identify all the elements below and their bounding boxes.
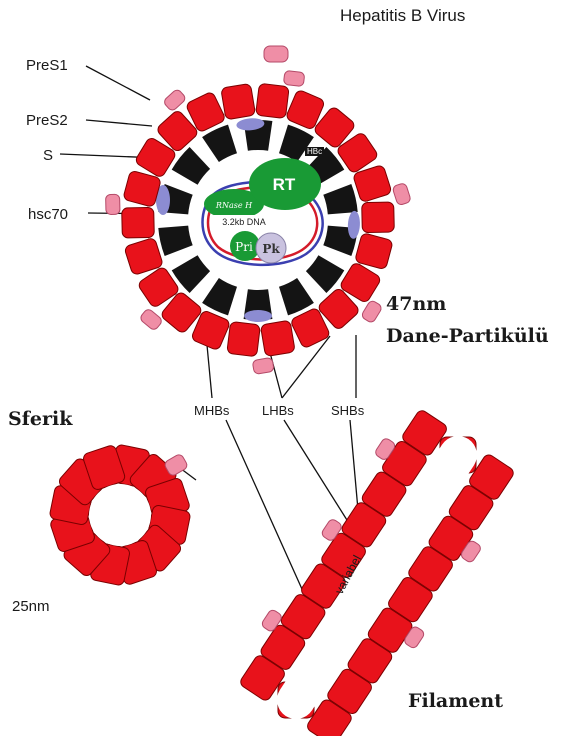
- label-sferik: Sferik: [8, 408, 72, 430]
- hbc-label: HBc: [305, 147, 324, 156]
- envelope-protein: [227, 321, 261, 356]
- envelope-protein: [123, 170, 162, 207]
- leader-line: [350, 420, 358, 510]
- label-pres2: PreS2: [26, 112, 68, 129]
- envelope-protein: [221, 83, 256, 120]
- envelope-protein: [355, 233, 394, 270]
- envelope-protein: [256, 83, 290, 118]
- label-hsc70: hsc70: [28, 206, 68, 223]
- label-size-dane: 47nm: [386, 293, 446, 315]
- label-filament: Filament: [408, 690, 503, 712]
- pres1-domain: [252, 357, 274, 374]
- label-s: S: [43, 147, 53, 164]
- diagram-title: Hepatitis B Virus: [340, 6, 465, 26]
- label-mhbs: MHBs: [194, 403, 229, 418]
- pres1-domain: [139, 308, 163, 332]
- leader-line: [86, 66, 150, 100]
- envelope-protein: [362, 202, 395, 233]
- pri-label: Pri: [235, 240, 253, 254]
- label-size-sphere: 25nm: [12, 598, 50, 615]
- pres1-domain: [106, 194, 120, 214]
- label-shbs: SHBs: [331, 403, 364, 418]
- label-lhbs: LHBs: [262, 403, 294, 418]
- leader-line: [86, 120, 152, 126]
- hsc70-protein: [244, 310, 272, 322]
- pres1-domain: [361, 299, 383, 323]
- leader-line: [226, 420, 306, 598]
- pk-label: Pk: [262, 242, 280, 256]
- rt-label: RT: [273, 175, 296, 194]
- envelope-protein: [260, 320, 295, 357]
- pres1-domain: [392, 182, 411, 205]
- spherical-particle: [49, 444, 191, 586]
- label-pres1: PreS1: [26, 57, 68, 74]
- pres1-domain: [163, 88, 187, 112]
- filamentous-particle: [238, 409, 515, 736]
- pres1-domain: [283, 70, 305, 86]
- pres1-domain: [264, 46, 288, 62]
- dna-label: 3.2kb DNA: [222, 217, 266, 227]
- label-dane-particle: Dane-Partikülü: [386, 325, 549, 347]
- leader-line: [207, 345, 212, 398]
- rnase-h-label: RNase H: [215, 201, 253, 210]
- leader-line: [284, 420, 352, 528]
- sphere-lumen: [89, 484, 151, 546]
- envelope-protein: [122, 207, 155, 238]
